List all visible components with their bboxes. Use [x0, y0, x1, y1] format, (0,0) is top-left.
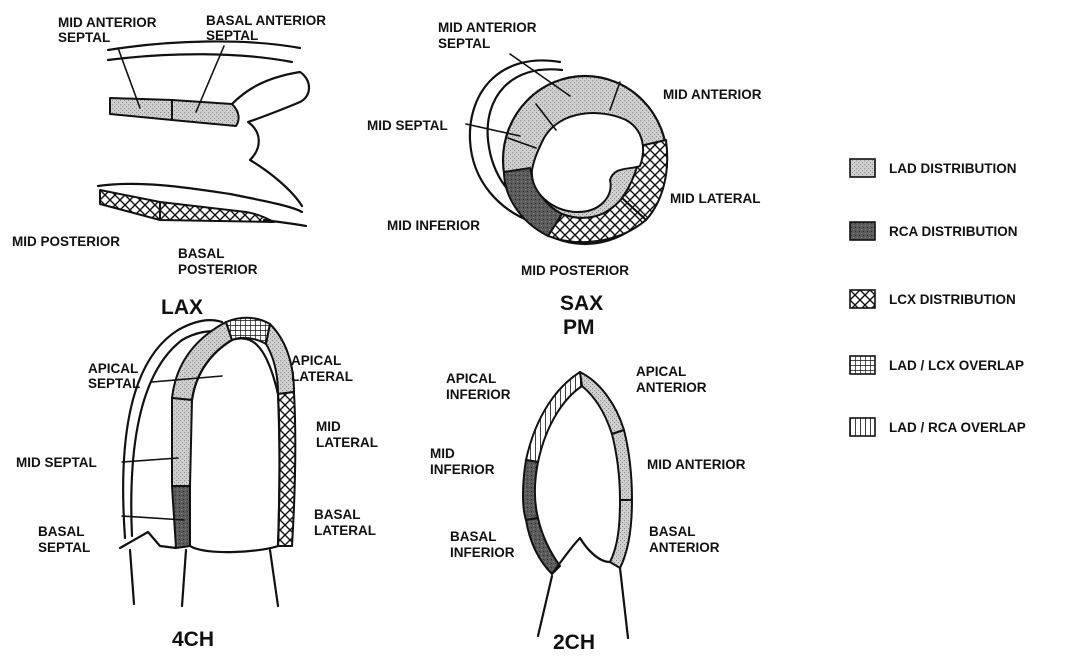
4ch-label-mid-lateral-2: LATERAL [316, 435, 378, 450]
2ch-base-line [552, 538, 610, 574]
2ch-label-basal-inferior-2: INFERIOR [450, 545, 515, 560]
2ch-atrium-line-1 [538, 576, 552, 636]
4ch-label-apical-septal-2: SEPTAL [88, 376, 140, 391]
lax-view: MID ANTERIOR SEPTAL BASAL ANTERIOR SEPTA… [12, 13, 326, 319]
lax-basal-posterior-segment [160, 202, 274, 222]
sax-label-mid-posterior: MID POSTERIOR [521, 263, 629, 278]
sax-view: MID ANTERIOR SEPTAL MID ANTERIOR MID SEP… [367, 20, 762, 339]
legend-swatch-lcx [850, 290, 875, 308]
4ch-atrium-line-3 [270, 550, 278, 606]
2ch-label-basal-inferior-1: BASAL [450, 529, 497, 544]
lax-label-mid-anterior-septal-2: SEPTAL [58, 30, 110, 45]
sax-label-mid-septal: MID SEPTAL [367, 118, 448, 133]
2ch-label-mid-anterior: MID ANTERIOR [647, 457, 746, 472]
legend-label-lad-rca: LAD / RCA OVERLAP [889, 420, 1026, 435]
lax-posterior-tail [264, 220, 306, 226]
lax-label-mid-anterior-septal-1: MID ANTERIOR [58, 15, 157, 30]
legend-swatch-lad [850, 159, 875, 177]
legend-label-rca: RCA DISTRIBUTION [889, 224, 1018, 239]
4ch-rv-base [120, 532, 176, 548]
4ch-label-apical-lateral-1: APICAL [291, 353, 341, 368]
4ch-label-apical-septal-1: APICAL [88, 361, 138, 376]
lax-label-mid-posterior: MID POSTERIOR [12, 234, 120, 249]
lax-outer-line-2 [108, 54, 292, 62]
4ch-label-basal-septal-2: SEPTAL [38, 540, 90, 555]
2ch-label-mid-inferior-2: INFERIOR [430, 462, 495, 477]
4ch-atrium-line-1 [130, 550, 134, 604]
sax-title-2: PM [563, 316, 595, 339]
sax-label-mid-anterior-septal-2: SEPTAL [438, 36, 490, 51]
4ch-apical-septal-segment [172, 322, 232, 400]
4ch-label-mid-septal: MID SEPTAL [16, 455, 97, 470]
sax-label-mid-inferior: MID INFERIOR [387, 218, 480, 233]
2ch-label-apical-anterior-1: APICAL [636, 364, 686, 379]
lax-outer-line-1 [108, 41, 300, 50]
2ch-label-mid-inferior-1: MID [430, 446, 455, 461]
2ch-mid-inferior-segment [523, 460, 538, 520]
2ch-apical-inferior-segment [526, 372, 582, 462]
sax-label-mid-anterior-septal-1: MID ANTERIOR [438, 20, 537, 35]
lax-title: LAX [161, 296, 203, 319]
2ch-apical-anterior-segment [580, 372, 624, 434]
lax-mid-posterior-segment [100, 190, 160, 220]
4ch-atrium-line-2 [182, 550, 186, 606]
4ch-mid-septal-segment [172, 398, 192, 486]
4ch-label-basal-lateral-1: BASAL [314, 507, 361, 522]
2ch-title: 2CH [553, 631, 595, 654]
lax-label-basal-anterior-septal-1: BASAL ANTERIOR [206, 13, 326, 28]
2ch-label-apical-inferior-1: APICAL [446, 371, 496, 386]
2ch-basal-inferior-segment [526, 518, 560, 574]
2ch-basal-anterior-segment [610, 500, 632, 568]
2ch-label-basal-anterior-2: ANTERIOR [649, 540, 720, 555]
4ch-title: 4CH [172, 628, 214, 651]
2ch-label-basal-anterior-1: BASAL [649, 524, 696, 539]
2ch-mid-anterior-segment [612, 430, 632, 500]
4ch-basal-lateral-segment [278, 392, 295, 546]
sax-label-mid-lateral: MID LATERAL [670, 191, 761, 206]
4ch-label-mid-lateral-1: MID [316, 419, 341, 434]
sax-label-mid-anterior: MID ANTERIOR [663, 87, 762, 102]
legend-swatch-rca [850, 222, 875, 240]
legend: LAD DISTRIBUTION RCA DISTRIBUTION LCX DI… [850, 159, 1026, 436]
4ch-base-line [190, 546, 278, 552]
2ch-label-apical-inferior-2: INFERIOR [446, 387, 511, 402]
lax-label-basal-anterior-septal-2: SEPTAL [206, 28, 258, 43]
lax-label-basal-posterior-1: BASAL [178, 246, 225, 261]
4ch-label-basal-lateral-2: LATERAL [314, 523, 376, 538]
4ch-leader-mid-septal [122, 458, 178, 462]
lax-label-basal-posterior-2: POSTERIOR [178, 262, 258, 277]
4ch-lv-inner [192, 338, 280, 546]
legend-label-lcx: LCX DISTRIBUTION [889, 292, 1016, 307]
lax-outflow-outline [232, 72, 309, 206]
4ch-label-basal-septal-1: BASAL [38, 524, 85, 539]
legend-label-lad: LAD DISTRIBUTION [889, 161, 1017, 176]
lax-basal-anterior-septal-segment [172, 100, 239, 126]
legend-swatch-lad-lcx [850, 356, 875, 374]
four-ch-view: APICAL SEPTAL APICAL LATERAL MID LATERAL… [16, 318, 378, 651]
two-ch-view: APICAL INFERIOR APICAL ANTERIOR MID INFE… [430, 364, 746, 654]
legend-label-lad-lcx: LAD / LCX OVERLAP [889, 358, 1024, 373]
legend-swatch-lad-rca [850, 418, 875, 436]
2ch-label-apical-anterior-2: ANTERIOR [636, 380, 707, 395]
lax-mid-anterior-septal-segment [110, 98, 172, 120]
2ch-atrium-line-2 [620, 568, 628, 638]
4ch-label-apical-lateral-2: LATERAL [291, 369, 353, 384]
4ch-mid-lateral-upper [266, 324, 294, 394]
sax-title-1: SAX [560, 292, 603, 315]
4ch-basal-septal-segment [172, 486, 190, 548]
